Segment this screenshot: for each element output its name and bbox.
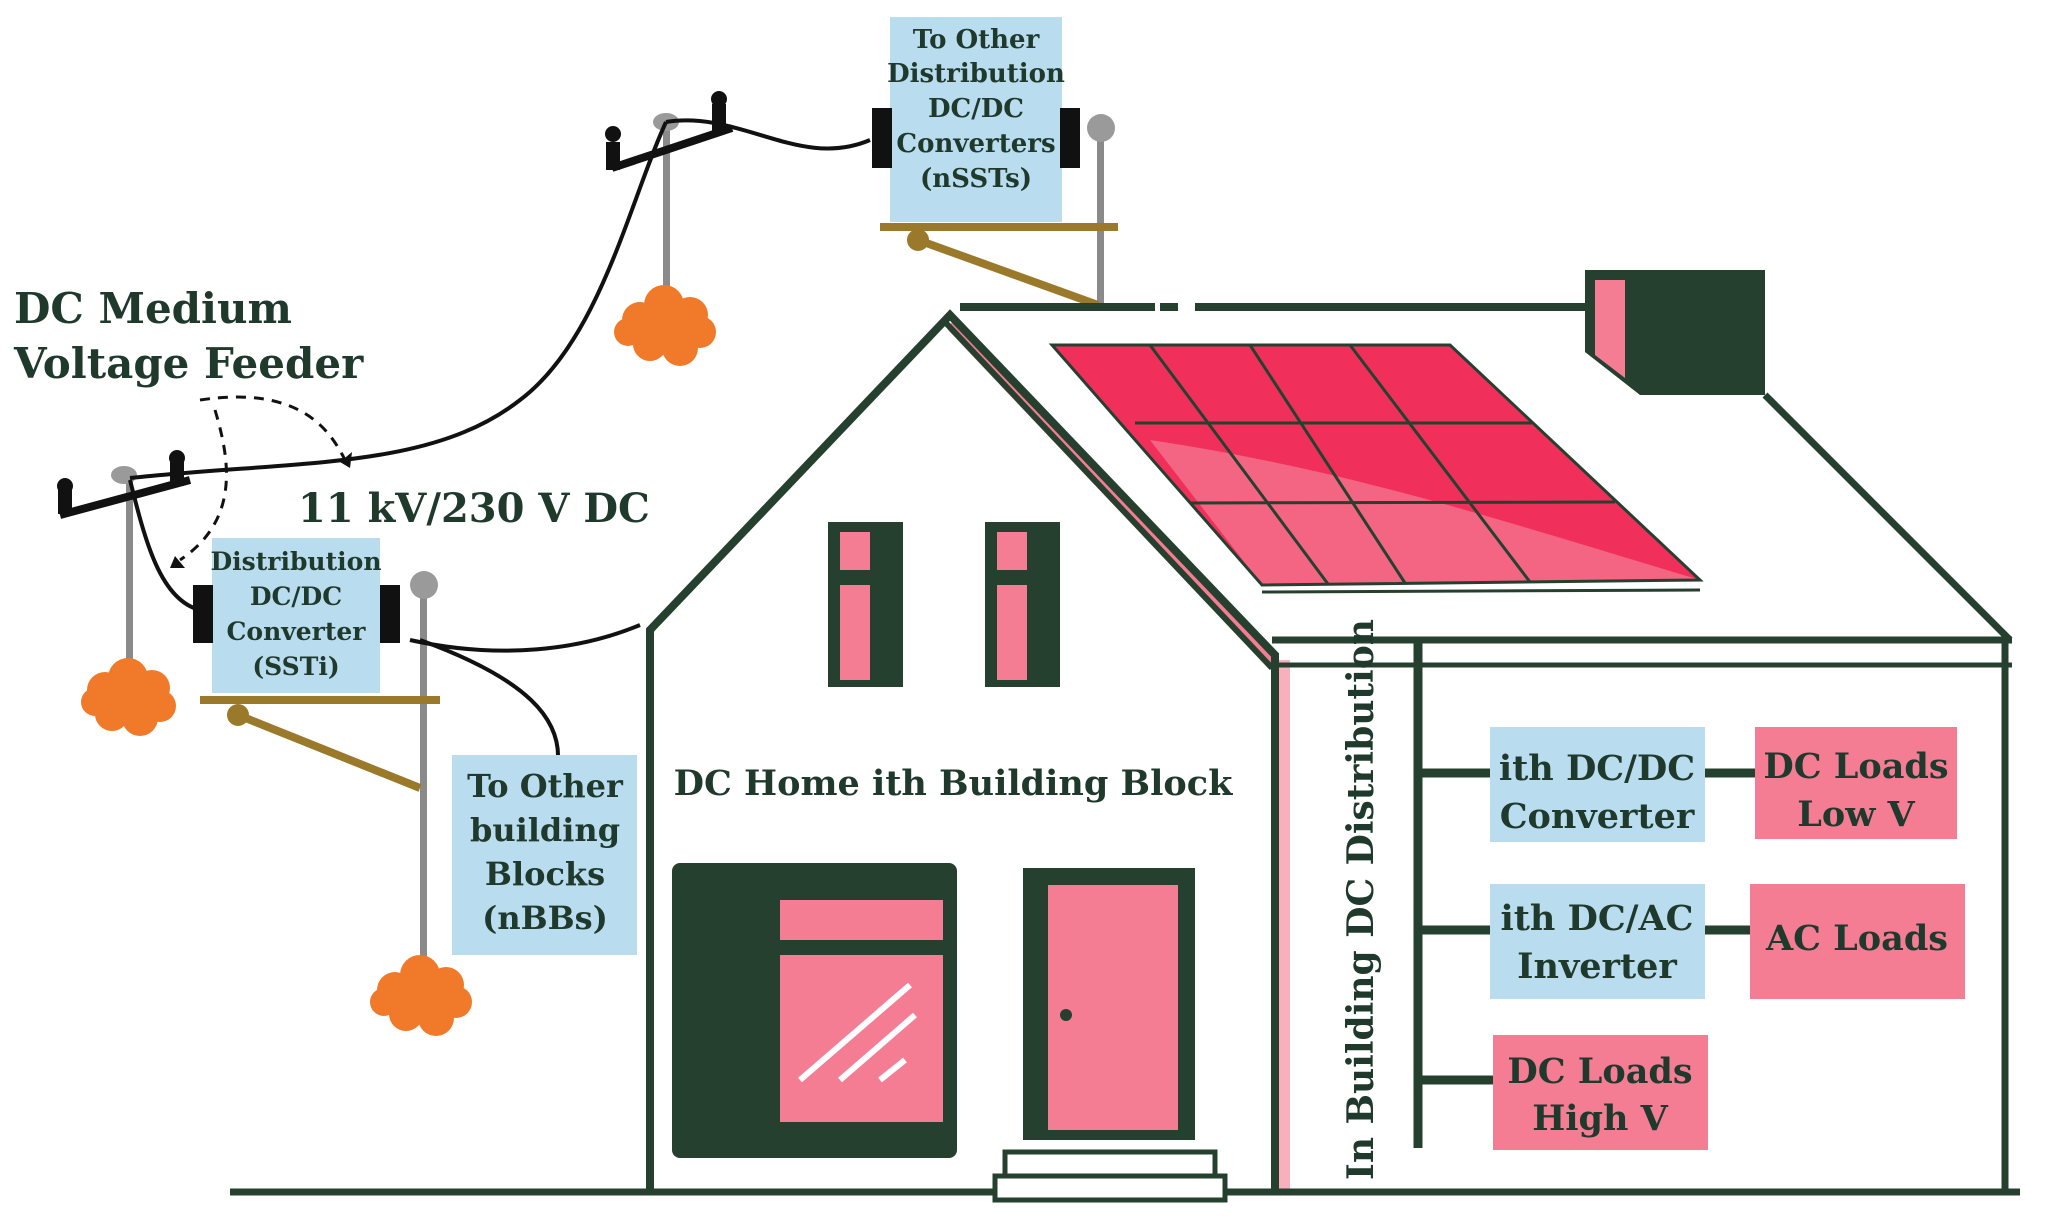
nsst-line-1: To Other	[913, 25, 1040, 55]
ssti-converter-box: Distribution DC/DC Converter (SSTi)	[193, 538, 400, 693]
ground-burst-3	[370, 955, 472, 1036]
ac-line-1: AC Loads	[1765, 918, 1948, 959]
upper-window-left	[828, 522, 903, 687]
ground-burst-2	[614, 285, 716, 366]
nbb-box: To Other building Blocks (nBBs)	[452, 755, 637, 955]
pole-4	[1087, 114, 1115, 305]
solar-panel	[1048, 343, 1704, 594]
ac-loads-box: AC Loads	[1750, 884, 1965, 999]
feeder-title-line-1: DC Medium	[14, 284, 292, 333]
dcac-line-1: ith DC/AC	[1500, 898, 1693, 939]
dashed-arrow-2	[179, 409, 228, 562]
house: DC Home ith Building Block In Building D…	[230, 270, 2020, 1203]
nsst-converter-box: To Other Distribution DC/DC Converters (…	[872, 17, 1080, 222]
dc-low-line-2: Low V	[1797, 794, 1915, 835]
feeder-title-line-2: Voltage Feeder	[13, 339, 364, 388]
pole-1	[57, 450, 192, 736]
front-door	[992, 868, 1228, 1203]
dcdc-line-1: ith DC/DC	[1499, 748, 1695, 789]
feeder-wire-main	[129, 121, 668, 480]
nbb-line-3: Blocks	[485, 855, 605, 893]
chimney	[1585, 270, 1765, 395]
nsst-line-5: (nSSTs)	[920, 164, 1032, 194]
dcac-line-2: Inverter	[1517, 946, 1677, 987]
dcdc-converter-box: ith DC/DC Converter	[1490, 727, 1705, 842]
dc-high-line-2: High V	[1532, 1098, 1668, 1139]
dc-loads-low-box: DC Loads Low V	[1755, 727, 1957, 839]
nsst-line-2: Distribution	[887, 59, 1065, 89]
nsst-line-4: Converters	[896, 129, 1055, 159]
wire-pole2-to-nsst	[665, 118, 871, 151]
dashed-arrow-1	[199, 395, 347, 461]
distribution-bus	[1413, 640, 1755, 1148]
voltage-label: 11 kV/230 V DC	[298, 485, 650, 532]
front-window	[672, 863, 957, 1158]
nbb-line-4: (nBBs)	[482, 899, 608, 937]
ssti-line-3: Converter	[227, 617, 367, 646]
dcac-inverter-box: ith DC/AC Inverter	[1490, 884, 1705, 999]
dc-high-line-1: DC Loads	[1507, 1051, 1692, 1092]
ssti-line-2: DC/DC	[250, 582, 342, 611]
dcdc-line-2: Converter	[1500, 796, 1695, 837]
dc-loads-high-box: DC Loads High V	[1493, 1035, 1708, 1150]
nbb-line-1: To Other	[467, 767, 624, 805]
wire-ssti-to-nbb	[419, 638, 561, 761]
wire-ssti-to-house	[409, 623, 641, 653]
ssti-line-4: (SSTi)	[252, 652, 339, 681]
ground-burst-1	[81, 658, 176, 736]
nbb-line-2: building	[470, 811, 620, 849]
distribution-label: In Building DC Distribution	[1340, 619, 1382, 1180]
ssti-line-1: Distribution	[210, 547, 381, 576]
bracket-nsst	[880, 223, 1118, 309]
power-lines	[57, 91, 1115, 1036]
bracket-ssti	[200, 696, 440, 792]
pole-3	[370, 571, 472, 1036]
nsst-line-3: DC/DC	[928, 94, 1024, 124]
upper-window-right	[985, 522, 1060, 687]
house-label: DC Home ith Building Block	[674, 763, 1233, 804]
wire-pole1-to-ssti	[128, 479, 201, 612]
dc-low-line-1: DC Loads	[1763, 746, 1948, 787]
